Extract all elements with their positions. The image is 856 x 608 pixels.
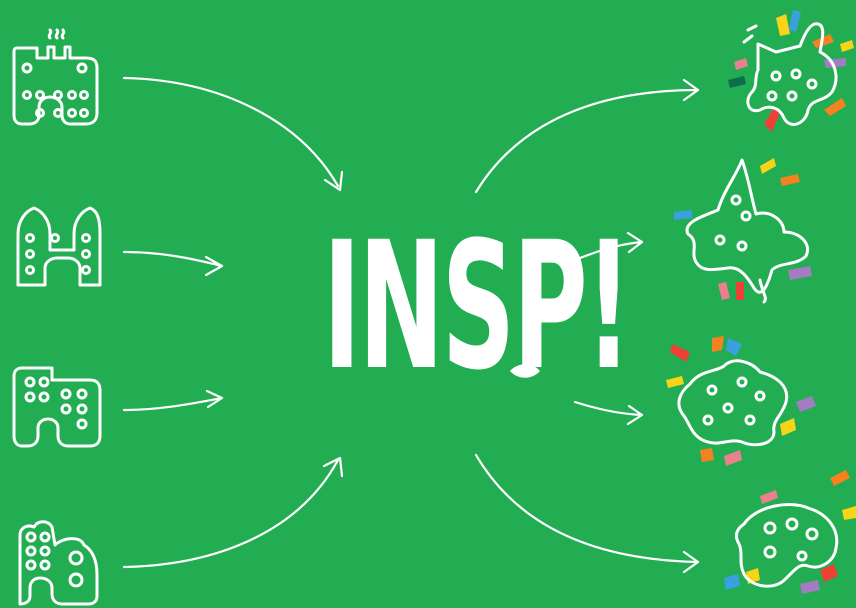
confetti bbox=[666, 336, 816, 466]
arrow-out-4 bbox=[474, 453, 700, 564]
blob-tower-confetti-icon bbox=[674, 158, 812, 304]
arrow-in-1 bbox=[122, 76, 340, 188]
small-building-icon bbox=[18, 520, 99, 606]
arrow-out-1 bbox=[474, 88, 700, 194]
palette-blob-confetti-icon bbox=[724, 470, 856, 594]
output-arrows bbox=[474, 78, 700, 574]
building-with-candles-icon bbox=[12, 28, 99, 126]
headline: INSP! bbox=[322, 204, 632, 409]
exclamation-dot-leaf bbox=[510, 364, 540, 378]
arrow-in-2 bbox=[122, 250, 224, 268]
arrow-in-3 bbox=[122, 396, 224, 412]
melting-building-confetti-icon bbox=[728, 10, 854, 132]
twin-tower-building-icon bbox=[16, 206, 102, 287]
arrow-in-4 bbox=[122, 458, 340, 569]
input-arrows bbox=[122, 76, 344, 569]
arrow-out-3 bbox=[573, 400, 644, 417]
confetti bbox=[674, 158, 812, 300]
dotted-building-icon bbox=[12, 366, 102, 448]
spotted-blob-confetti-icon bbox=[666, 336, 816, 466]
confetti bbox=[728, 10, 854, 132]
arrow-out-2 bbox=[573, 240, 644, 262]
